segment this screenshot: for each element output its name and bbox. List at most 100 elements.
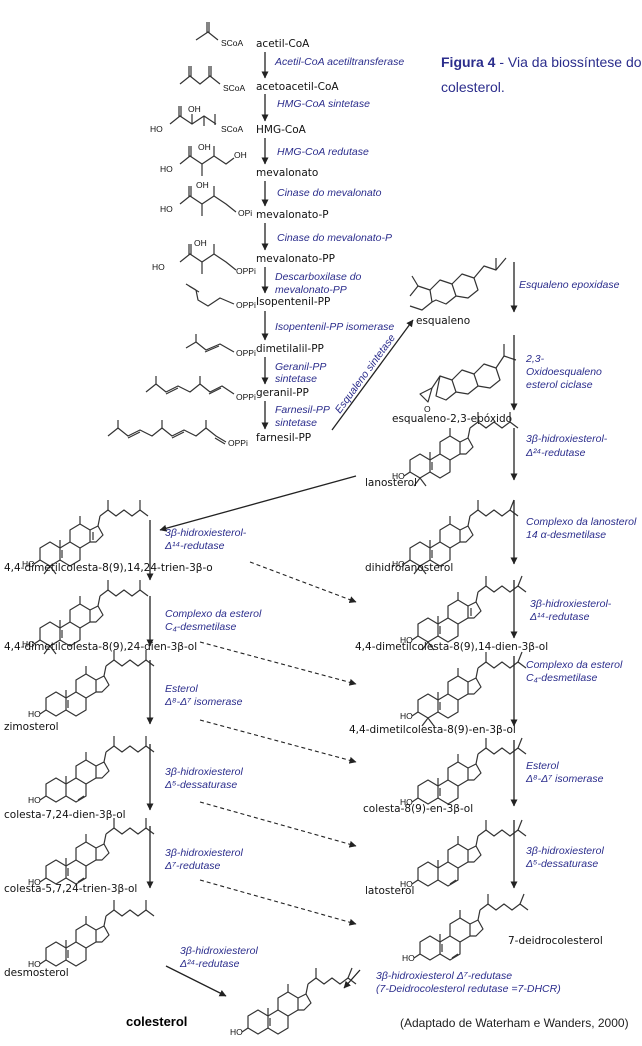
structure-epoxido [419, 344, 517, 403]
compound-zimosterol: zimosterol [4, 721, 59, 733]
atom-oppi: OPPi [236, 392, 256, 402]
atom-ho: HO [150, 124, 163, 134]
enzyme-label: Oxidoesqualeno [526, 366, 602, 378]
atom-scoa: SCoA [221, 38, 244, 48]
compound-geranilpp: geranil-PP [256, 387, 309, 399]
atom-ho: HO [28, 959, 41, 969]
enzyme-label: Δ¹⁴-redutase [164, 540, 225, 552]
dashed-arrow [199, 801, 357, 848]
compound-esqualeno: esqualeno [416, 315, 470, 327]
atom-ho: HO [22, 559, 35, 569]
enzyme-label: esterol ciclase [526, 379, 593, 391]
structure-lanosterol: HO [392, 411, 519, 487]
enzyme-label: Δ⁵-dessaturase [164, 779, 237, 791]
enzyme-label: sintetase [275, 417, 317, 429]
structure-acetilcoa: SCoA [195, 22, 244, 48]
compound-desmosterol: desmosterol [4, 967, 69, 979]
structure-colesta724: HO [28, 735, 155, 805]
atom-ho: HO [392, 471, 405, 481]
arrow-squalene-synthase [331, 319, 414, 431]
compound-colesta5724: colesta-5,7,24-trien-3β-ol [4, 883, 137, 895]
structure-deidro7: HO [402, 893, 529, 963]
arrows-upper [261, 52, 414, 431]
atom-ho: HO [160, 204, 173, 214]
enzyme-label: 3β-hidroxiesterol- [165, 527, 247, 539]
compound-mevalonatopp: mevalonato-PP [256, 253, 335, 265]
enzyme-label: 3β-hidroxiesterol [526, 845, 604, 857]
structure-geranilpp: OPPi [145, 376, 256, 402]
structure-esqualeno [409, 257, 507, 311]
structure-desmosterol: HO [28, 899, 155, 969]
atom-ho: HO [152, 262, 165, 272]
compound-epoxido: esqualeno-2,3-epóxido [392, 413, 512, 425]
enzyme-label: Δ⁸-Δ⁷ isomerase [525, 773, 604, 785]
enzyme-label: Cinase do mevalonato-P [277, 232, 392, 244]
figure-caption-line2: colesterol. [441, 79, 505, 95]
compound-dimetilalilpp: dimetilalil-PP [256, 343, 324, 355]
structure-colesterol: HO [230, 967, 357, 1037]
structure-mevalonatop: HO OH OPi [160, 180, 252, 218]
figure-caption: Figura 4 - Via da biossíntese do [441, 54, 642, 70]
structure-latosterol: HO [400, 819, 527, 889]
structure-colesta5724: HO [28, 817, 155, 887]
compound-colesterol: colesterol [126, 1014, 187, 1029]
compound-acetoacetilcoa: acetoacetil-CoA [256, 81, 339, 93]
enzyme-label: mevalonato-PP [275, 284, 347, 296]
enzyme-label: C₄-desmetilase [165, 621, 236, 633]
enzyme-label: 2,3- [525, 353, 545, 365]
atom-ho: HO [28, 795, 41, 805]
atom-ho: HO [400, 797, 413, 807]
enzyme-label: 3β-hidroxiesterol Δ⁷-redutase [376, 970, 512, 982]
dashed-arrow [249, 561, 357, 603]
atom-oh: OH [188, 104, 201, 114]
arrow-lanosterol-to-trien [159, 475, 357, 532]
structure-dien24: HO [22, 579, 149, 655]
enzyme-label: Complexo da lanosterol [526, 516, 637, 528]
enzyme-label: Esterol [526, 760, 559, 772]
source-citation: (Adaptado de Waterham e Wanders, 2000) [400, 1016, 629, 1030]
enzyme-label: Acetil-CoA acetiltransferase [274, 56, 404, 68]
compound-colesta724: colesta-7,24-dien-3β-ol [4, 809, 126, 821]
enzyme-label: Esqualeno sintetase [333, 332, 398, 416]
structure-farnesilpp: OPPi [107, 420, 248, 448]
compound-dihidrolanosterol: dihidrolanosterol [365, 562, 453, 574]
enzyme-label: Δ²⁴-redutase [525, 447, 586, 459]
enzyme-label: sintetase [275, 373, 317, 385]
enzyme-label: C₄-desmetilase [526, 672, 597, 684]
atom-oppi: OPPi [236, 300, 256, 310]
structure-isopentenilpp: OPPi [185, 283, 256, 310]
dashed-arrow [199, 879, 357, 926]
enzyme-label: Geranil-PP [275, 361, 326, 373]
enzyme-label: Isopentenil-PP isomerase [275, 321, 394, 333]
structure-colesta8: HO [400, 737, 527, 807]
compound-dien24: 4,4-dimetilcolesta-8(9),24-dien-3β-ol [4, 641, 197, 653]
atom-ho: HO [392, 559, 405, 569]
enzyme-label: Esqualeno epoxidase [519, 279, 620, 291]
compound-en8: 4,4-dimetilcolesta-8(9)-en-3β-ol [349, 724, 516, 736]
arrow-desmosterol-to-colesterol [165, 965, 227, 997]
enzyme-label: 3β-hidroxiesterol [165, 766, 243, 778]
atom-ho: HO [28, 709, 41, 719]
structure-dien14: HO [400, 575, 527, 651]
atom-ho: HO [160, 164, 173, 174]
atom-ho: HO [230, 1027, 243, 1037]
compound-mevalonato: mevalonato [256, 167, 318, 179]
enzyme-label: 3β-hidroxiesterol [165, 847, 243, 859]
structure-dihidrolanosterol: HO [392, 499, 519, 575]
enzyme-label: Δ²⁴-redutase [179, 958, 240, 970]
structure-hmgcoa: HO OH SCoA [150, 104, 244, 134]
figure-label: Figura 4 [441, 54, 496, 70]
compound-acetilcoa: acetil-CoA [256, 38, 310, 50]
atom-epoxide-o: O [424, 404, 431, 414]
enzyme-label: Complexo da esterol [165, 608, 262, 620]
compound-isopentenilpp: Isopentenil-PP [256, 296, 330, 308]
enzyme-label: Cinase do mevalonato [277, 187, 382, 199]
compound-colesta8: colesta-8(9)-en-3β-ol [363, 803, 473, 815]
compound-dien14: 4,4-dimetilcolesta-8(9),14-dien-3β-ol [355, 641, 548, 653]
compound-lanosterol: lanosterol [365, 477, 417, 489]
atom-oh: OH [196, 180, 209, 190]
atom-ho: HO [28, 877, 41, 887]
structure-en8: HO [400, 651, 527, 727]
compound-latosterol: latosterol [365, 885, 414, 897]
compound-deidro7: 7-deidrocolesterol [508, 935, 603, 947]
